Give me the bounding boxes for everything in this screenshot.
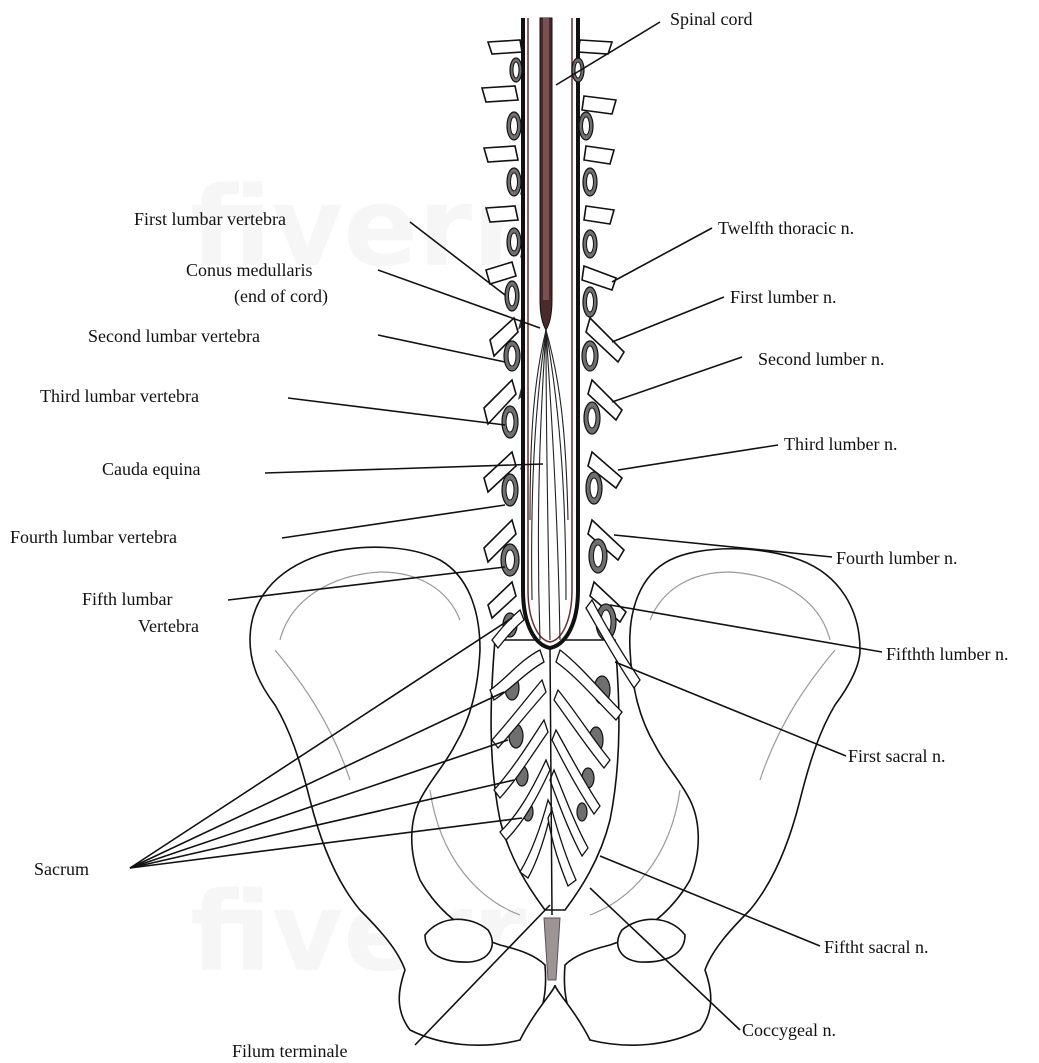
label-second-lumbar-vertebra: Second lumbar vertebra bbox=[88, 326, 260, 346]
leader-twelfth-thoracic bbox=[612, 228, 712, 282]
label-spinal-cord: Spinal cord bbox=[670, 9, 753, 29]
label-fifth-lumber-n: Fifthth lumber n. bbox=[886, 644, 1009, 664]
label-fifth-lumbar: Fifth lumbar bbox=[82, 589, 173, 609]
leader-fourth-lumbar-vertebra bbox=[282, 505, 505, 538]
right-process-5 bbox=[582, 266, 616, 290]
label-first-sacral-n: First sacral n. bbox=[848, 746, 945, 766]
right-process-2 bbox=[582, 96, 616, 114]
spinal-cord-core bbox=[543, 18, 549, 300]
ganglion-left-6-inner bbox=[508, 346, 516, 366]
ganglion-right-3-inner bbox=[587, 173, 594, 191]
ganglion-right-6-inner bbox=[586, 346, 594, 366]
leader-third-lumbar-vertebra bbox=[288, 398, 505, 425]
label-cauda-equina: Cauda equina bbox=[102, 459, 200, 479]
ganglion-left-9-inner bbox=[506, 550, 515, 570]
label-end-of-cord: (end of cord) bbox=[234, 286, 328, 307]
label-fourth-lumbar-vertebra: Fourth lumbar vertebra bbox=[10, 527, 177, 547]
ganglion-left-5-inner bbox=[509, 286, 516, 306]
ganglion-right-5-inner bbox=[587, 292, 594, 312]
coccyx bbox=[544, 918, 560, 980]
label-filum-terminale: Filum terminale bbox=[232, 1041, 347, 1061]
label-vertebra: Vertebra bbox=[138, 616, 199, 636]
left-process-2 bbox=[482, 86, 518, 102]
label-first-lumbar-vertebra: First lumbar vertebra bbox=[134, 209, 286, 229]
ganglion-right-2-inner bbox=[583, 117, 590, 135]
label-fifth-sacral-n: Fiftht sacral n. bbox=[824, 937, 928, 957]
ganglion-left-1-inner bbox=[513, 62, 519, 78]
label-fourth-lumber-n: Fourth lumber n. bbox=[836, 548, 958, 568]
label-first-lumber-n: First lumber n. bbox=[730, 287, 837, 307]
label-sacrum: Sacrum bbox=[34, 859, 89, 879]
left-process-3 bbox=[484, 146, 518, 162]
label-third-lumbar-vertebra: Third lumbar vertebra bbox=[40, 386, 199, 406]
ganglion-right-9-inner bbox=[594, 545, 603, 567]
label-coccygeal-n: Coccygeal n. bbox=[742, 1020, 836, 1040]
right-process-3 bbox=[584, 146, 614, 164]
ganglion-left-8-inner bbox=[506, 480, 514, 500]
left-process-1 bbox=[488, 40, 522, 54]
sacral-ganglion-right-4 bbox=[577, 803, 587, 821]
right-process-4 bbox=[584, 206, 614, 224]
leader-third-lumber bbox=[618, 445, 778, 470]
left-process-10 bbox=[488, 582, 516, 618]
ganglion-right-4-inner bbox=[587, 235, 594, 253]
ganglion-left-2-inner bbox=[511, 117, 518, 135]
ganglion-left-3-inner bbox=[511, 173, 518, 191]
label-second-lumber-n: Second lumber n. bbox=[758, 349, 884, 369]
ganglion-left-4-inner bbox=[511, 233, 518, 251]
ganglion-right-8-inner bbox=[590, 478, 598, 498]
leader-second-lumbar-vertebra bbox=[378, 335, 505, 362]
ganglion-left-7-inner bbox=[506, 412, 514, 432]
label-conus-medullaris: Conus medullaris bbox=[186, 260, 313, 280]
label-twelfth-thoracic-n: Twelfth thoracic n. bbox=[718, 218, 854, 238]
left-process-4 bbox=[486, 206, 518, 222]
leader-first-lumber bbox=[612, 297, 724, 342]
label-third-lumber-n: Third lumber n. bbox=[784, 434, 897, 454]
leader-second-lumber bbox=[612, 357, 742, 402]
right-process-1 bbox=[578, 40, 612, 54]
ganglion-right-7-inner bbox=[588, 408, 596, 428]
